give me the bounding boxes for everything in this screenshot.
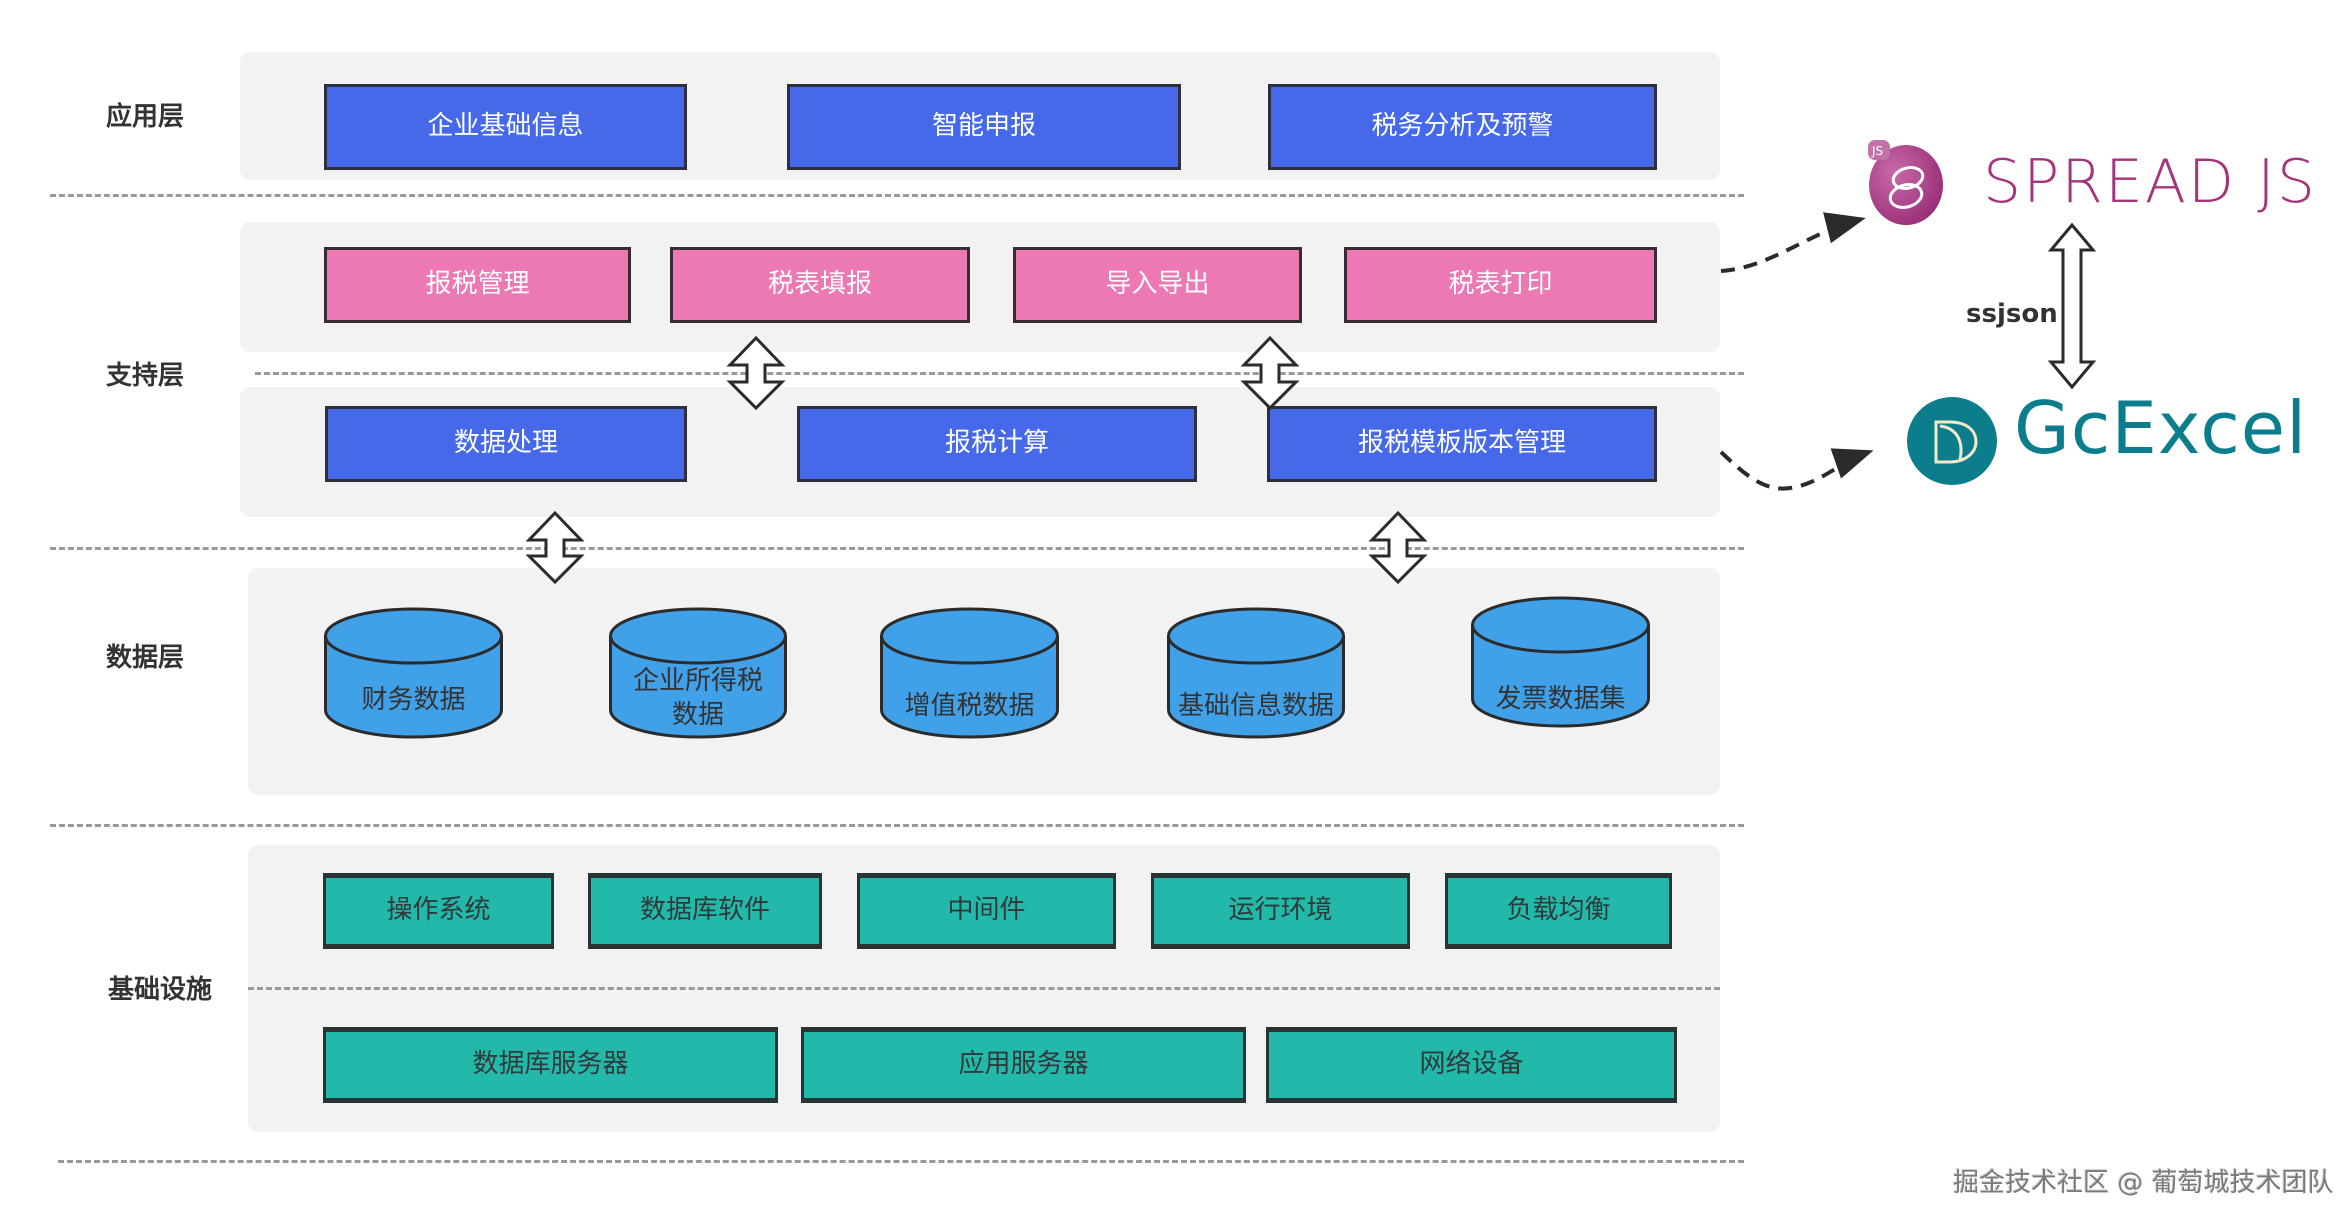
separator-application-support [50, 194, 1744, 197]
data-store-basic-info[interactable]: 基础信息数据 [1167, 607, 1345, 739]
infra-application-server[interactable]: 应用服务器 [801, 1027, 1246, 1103]
infra-database-server[interactable]: 数据库服务器 [323, 1027, 778, 1103]
data-store-label: 财务数据 [361, 685, 466, 715]
separator-infrastructure-inner [248, 987, 1720, 990]
layer-label-infrastructure: 基础设施 [108, 975, 213, 1005]
separator-bottom [58, 1160, 1744, 1163]
module-data-processing[interactable]: 数据处理 [325, 406, 687, 482]
module-enterprise-info[interactable]: 企业基础信息 [324, 84, 687, 170]
data-store-label: 增值税数据 [904, 691, 1035, 721]
module-tax-analysis-warning[interactable]: 税务分析及预警 [1268, 84, 1657, 170]
spreadjs-logo-icon: JS [1868, 140, 1943, 225]
module-form-filling[interactable]: 税表填报 [670, 247, 970, 323]
infra-operating-system[interactable]: 操作系统 [323, 873, 554, 949]
module-tax-management[interactable]: 报税管理 [324, 247, 631, 323]
gcexcel-logo-text: GcExcel [2014, 386, 2308, 470]
module-import-export[interactable]: 导入导出 [1013, 247, 1302, 323]
infra-database-software[interactable]: 数据库软件 [588, 873, 822, 949]
separator-support-data [50, 547, 1744, 550]
database-cylinder-icon [1471, 596, 1650, 728]
module-form-print[interactable]: 税表打印 [1344, 247, 1657, 323]
spreadjs-badge: JS [1871, 144, 1883, 158]
data-store-label: 企业所得税 [632, 666, 763, 696]
spreadjs-logo-text: SPREAD JS [1983, 147, 2317, 217]
data-store-invoice[interactable]: 发票数据集 [1471, 596, 1650, 728]
module-tax-calculation[interactable]: 报税计算 [797, 406, 1197, 482]
database-cylinder-icon [880, 607, 1059, 739]
layer-label-data: 数据层 [106, 643, 185, 673]
module-template-version-management[interactable]: 报税模板版本管理 [1267, 406, 1657, 482]
dashed-arrow-to-spreadjs [1720, 212, 1866, 273]
database-cylinder-icon [1167, 607, 1345, 739]
infra-network-equipment[interactable]: 网络设备 [1266, 1027, 1677, 1103]
layer-label-support: 支持层 [106, 361, 185, 391]
data-store-label-line2: 数据 [671, 700, 724, 730]
separator-support-inner [255, 372, 1744, 375]
separator-data-infrastructure [50, 824, 1744, 827]
infra-middleware[interactable]: 中间件 [857, 873, 1116, 949]
data-store-label: 发票数据集 [1495, 684, 1626, 714]
layer-label-application: 应用层 [106, 102, 185, 132]
data-store-financial[interactable]: 财务数据 [324, 607, 503, 739]
ssjson-label: ssjson [1966, 299, 2058, 329]
data-store-corporate-income-tax[interactable]: 企业所得税 数据 [609, 607, 787, 739]
database-cylinder-icon [609, 607, 787, 739]
database-cylinder-icon [324, 607, 503, 739]
module-smart-declaration[interactable]: 智能申报 [787, 84, 1181, 170]
infra-load-balancing[interactable]: 负载均衡 [1445, 873, 1672, 949]
data-store-vat[interactable]: 增值税数据 [880, 607, 1059, 739]
dashed-arrow-to-gcexcel [1719, 448, 1874, 491]
watermark: 掘金技术社区 @ 葡萄城技术团队 [1953, 1168, 2334, 1198]
gcexcel-logo-icon [1907, 397, 1997, 485]
infra-runtime-environment[interactable]: 运行环境 [1151, 873, 1410, 949]
data-store-label: 基础信息数据 [1177, 691, 1334, 721]
